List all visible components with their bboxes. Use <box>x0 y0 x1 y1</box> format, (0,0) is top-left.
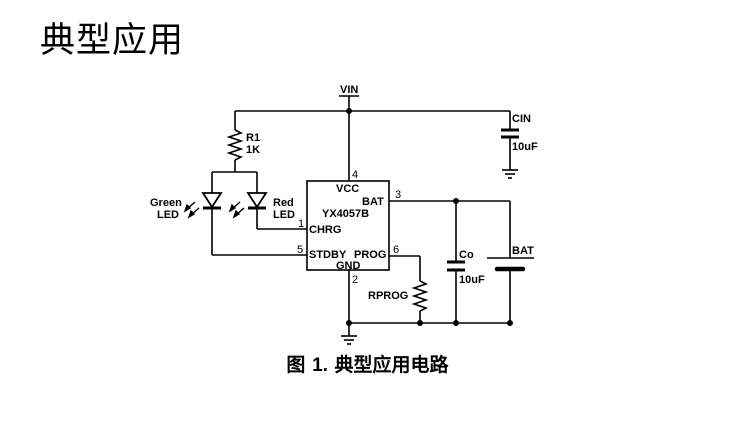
ic-pin-gnd-label: GND <box>336 260 361 272</box>
cin-capacitor: CIN 10uF <box>501 111 538 179</box>
ic-yx4057b: VCC BAT YX4057B CHRG STDBY PROG GND 4 3 … <box>297 169 401 286</box>
diode-triangle <box>201 192 223 209</box>
red-led: Red LED <box>228 172 307 230</box>
pin-number-6: 6 <box>393 244 399 256</box>
red-led-label-line1: Red <box>273 197 294 209</box>
ic-pin-stdby-label: STDBY <box>309 249 347 261</box>
section-heading: 典型应用 <box>40 21 185 61</box>
cin-name-label: CIN <box>512 113 531 125</box>
green-led-label-line1: Green <box>150 197 182 209</box>
caption-prefix: 图 <box>286 354 306 376</box>
pin-number-3: 3 <box>395 189 401 201</box>
ic-body <box>306 180 390 271</box>
ic-pin-prog-label: PROG <box>354 249 386 261</box>
junction-dot <box>507 320 513 326</box>
green-led: Green LED <box>150 172 223 255</box>
r1-value-label: 1K <box>246 144 260 156</box>
cin-value-label: 10uF <box>512 141 538 153</box>
figure-caption: 图 1. 典型应用电路 <box>0 350 735 377</box>
vin-label: VIN <box>340 84 358 96</box>
ground-icon <box>341 335 357 345</box>
r1-resistor: R1 1K <box>212 111 260 173</box>
co-name-label: Co <box>459 249 474 261</box>
co-value-label: 10uF <box>459 274 485 286</box>
pin-number-5: 5 <box>297 244 303 256</box>
resistor-zigzag <box>226 129 244 161</box>
light-emission-arrows-icon <box>183 201 200 219</box>
ic-pin-chrg-label: CHRG <box>309 224 341 236</box>
pin-number-4: 4 <box>352 169 358 181</box>
junction-dot <box>346 320 352 326</box>
junction-dot <box>417 320 423 326</box>
caption-text: 典型应用电路 <box>334 354 449 376</box>
r1-name-label: R1 <box>246 132 260 144</box>
bat-label: BAT <box>512 245 534 257</box>
junction-dot <box>453 320 459 326</box>
vin-net: VIN <box>235 84 510 181</box>
co-capacitor: Co 10uF <box>447 201 485 323</box>
junction-dot <box>346 108 352 114</box>
ic-part-number: YX4057B <box>322 208 369 220</box>
ground-icon <box>502 169 518 179</box>
red-led-label-line2: LED <box>273 209 295 221</box>
resistor-zigzag <box>411 280 429 312</box>
pin-number-1: 1 <box>298 218 304 230</box>
green-led-label-line2: LED <box>157 209 179 221</box>
ic-pin-vcc-label: VCC <box>336 183 359 195</box>
battery: BAT <box>487 201 534 323</box>
rprog-label: RPROG <box>368 290 408 302</box>
ic-pin-bat-label: BAT <box>362 196 384 208</box>
diode-triangle <box>246 192 268 209</box>
gnd-net <box>341 270 513 345</box>
light-emission-arrows-icon <box>228 201 245 219</box>
pin-number-2: 2 <box>352 274 358 286</box>
caption-number: 1. <box>312 355 328 376</box>
